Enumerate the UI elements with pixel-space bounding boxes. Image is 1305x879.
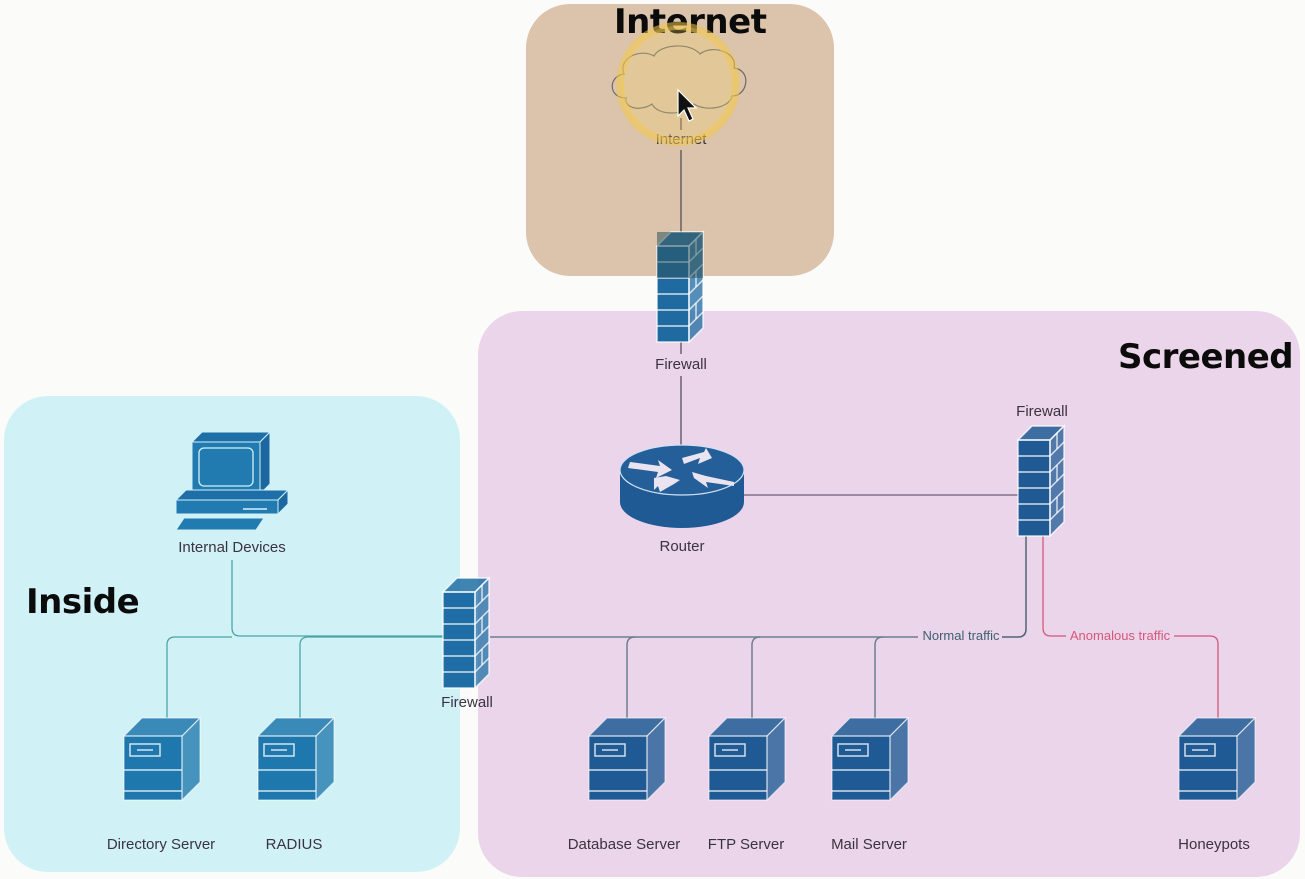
ftp-server-node[interactable]: FTP Server [708, 717, 786, 853]
server-icon [123, 717, 201, 801]
firewall-icon [442, 577, 490, 689]
workstation-icon [174, 430, 290, 531]
edge-database-server [626, 636, 636, 718]
server-icon [257, 717, 335, 801]
router-label: Router [659, 538, 704, 555]
mail-server-node[interactable]: Mail Server [831, 717, 909, 853]
zone-screened-title: Screened [1118, 337, 1294, 377]
firewall-right-label: Firewall [1016, 403, 1068, 420]
firewall-right-node[interactable]: Firewall [1016, 403, 1068, 537]
edge-ftp-server [751, 636, 761, 718]
edge-radius [299, 636, 444, 718]
zone-inside-title: Inside [26, 582, 140, 622]
mouse-pointer-icon [677, 88, 698, 122]
edge-mail-server [874, 636, 884, 718]
zone-internet-title: Internet [614, 2, 767, 42]
connectors [166, 118, 1219, 718]
ftp-server-label: FTP Server [708, 836, 784, 853]
internal-devices-node[interactable]: Internal Devices [174, 430, 290, 556]
edge-normal-traffic [1002, 536, 1027, 638]
server-icon [708, 717, 786, 801]
database-server-label: Database Server [568, 836, 681, 853]
radius-node[interactable]: RADIUS [257, 717, 335, 853]
server-icon [588, 717, 666, 801]
edge-internal-devices [231, 560, 444, 637]
directory-server-node[interactable]: Directory Server [107, 717, 215, 853]
edge-anomalous-b [1174, 635, 1219, 718]
router-icon [619, 444, 745, 528]
honeypots-node[interactable]: Honeypots [1178, 717, 1256, 853]
firewall-top-shade [657, 232, 703, 278]
directory-server-label: Directory Server [107, 836, 215, 853]
edge-anomalous-a [1042, 536, 1066, 637]
server-icon [831, 717, 909, 801]
radius-label: RADIUS [266, 836, 323, 853]
firewall-icon [1017, 425, 1065, 537]
firewall-top-label: Firewall [655, 356, 707, 373]
honeypots-label: Honeypots [1178, 836, 1250, 853]
mail-server-label: Mail Server [831, 836, 907, 853]
anomalous-traffic-label: Anomalous traffic [1070, 628, 1171, 643]
cursor-highlight [616, 22, 740, 146]
router-node[interactable]: Router [619, 444, 745, 555]
firewall-inside-label: Firewall [441, 694, 493, 711]
edge-directory-server [166, 636, 232, 718]
firewall-inside-node[interactable]: Firewall [441, 577, 493, 711]
server-icon [1178, 717, 1256, 801]
firewall-top-node[interactable]: Firewall [655, 231, 707, 373]
internal-devices-label: Internal Devices [178, 539, 286, 556]
normal-traffic-label: Normal traffic [922, 628, 1000, 643]
database-server-node[interactable]: Database Server [568, 717, 681, 853]
